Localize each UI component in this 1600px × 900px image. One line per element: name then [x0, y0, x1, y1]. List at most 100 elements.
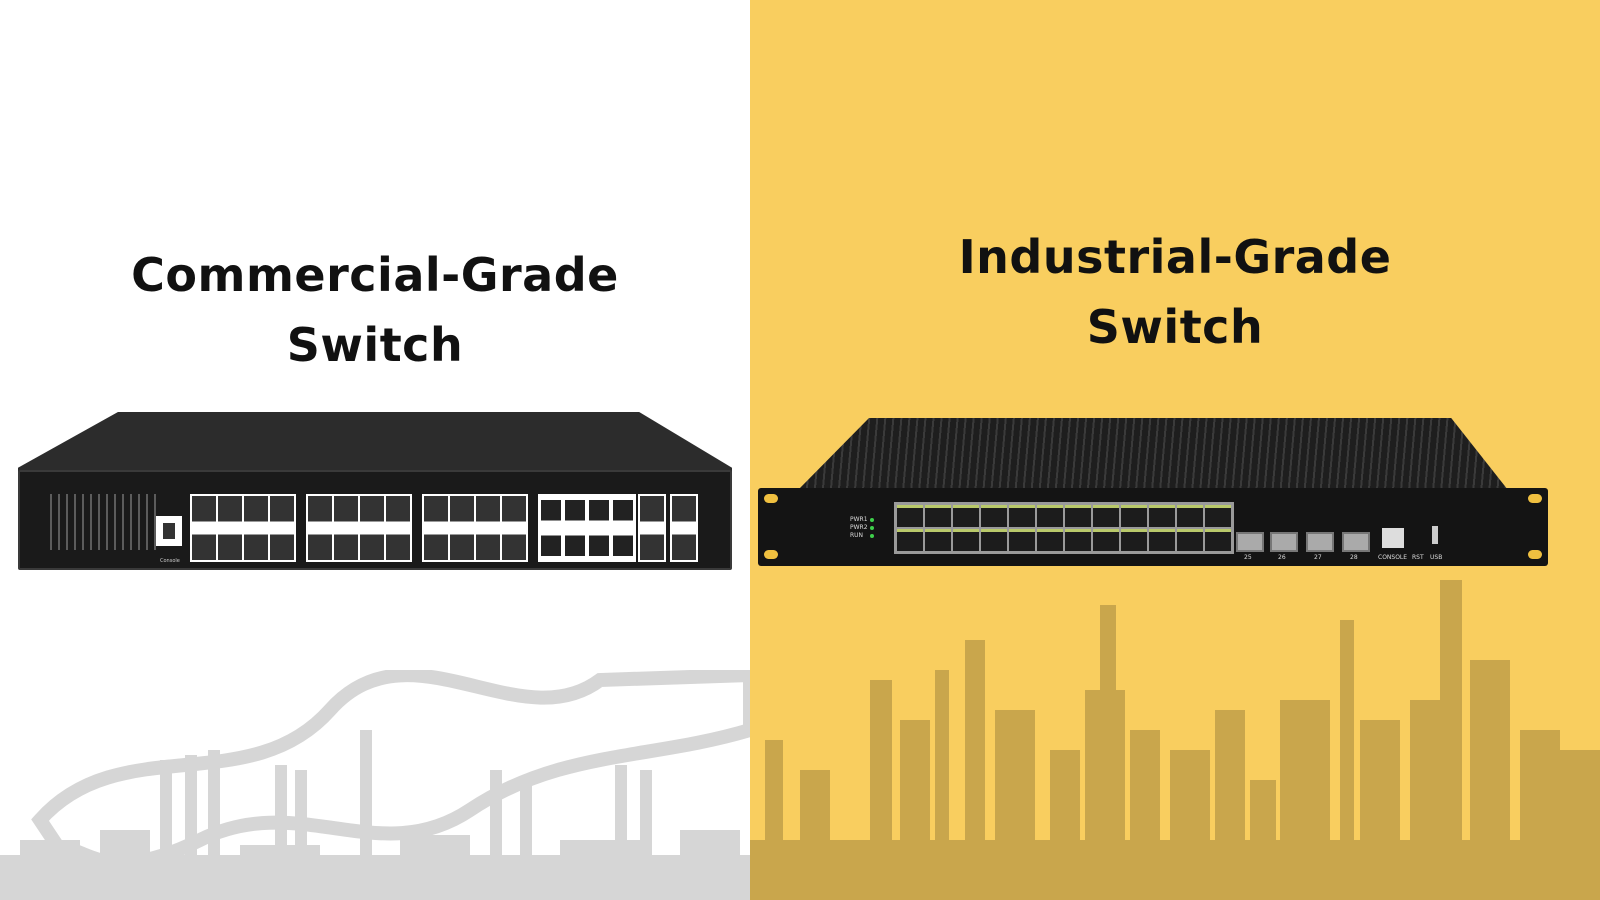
factory-building: [100, 830, 150, 900]
title-line-2: Switch: [1086, 300, 1264, 354]
sfp-port: [1270, 532, 1298, 552]
rj45-port: [1205, 529, 1231, 551]
sfp-port: [1236, 532, 1264, 552]
led-indicator: [870, 526, 874, 530]
port-label: 25: [1244, 554, 1252, 561]
rj45-port: [1009, 529, 1035, 551]
sfp-group: [306, 494, 412, 562]
rj45-port: [1037, 505, 1063, 527]
led-label-pwr2: PWR2: [850, 524, 868, 531]
port-label: 27: [1314, 554, 1322, 561]
rj45-port: [897, 505, 923, 527]
sfp-port: [192, 496, 216, 560]
sfp-port: [672, 496, 696, 560]
rack-ear-hole: [764, 494, 778, 503]
switch-front-panel: Console: [18, 470, 732, 570]
led-label-run: RUN: [850, 532, 864, 539]
rj45-combo-group: [538, 494, 636, 562]
rj45-port: [925, 505, 951, 527]
reset-label: RST: [1412, 554, 1424, 561]
rack-ear-hole: [764, 550, 778, 559]
rj45-port: [1149, 529, 1175, 551]
led-indicator: [870, 534, 874, 538]
factory-skyline-illustration: [0, 670, 750, 900]
rj45-port: [953, 505, 979, 527]
console-label: Console: [160, 558, 180, 564]
switch-front-panel: PWR1 PWR2 RUN 25 26 27 28 CONSOLE RST US…: [758, 488, 1548, 566]
industrial-title: Industrial-Grade Switch: [750, 222, 1600, 362]
refinery-tower: [1100, 605, 1116, 900]
sfp-port: [1342, 532, 1370, 552]
rj45-port: [1009, 505, 1035, 527]
rj45-port: [1065, 505, 1091, 527]
refinery-tower: [1340, 620, 1354, 900]
switch-top-cover: [18, 412, 732, 474]
smoke-plume: [31, 670, 750, 870]
factory-building: [400, 835, 470, 900]
usb-label: USB: [1430, 554, 1443, 561]
factory-building: [680, 830, 740, 900]
sfp-uplink: [670, 494, 698, 562]
sfp-port: [270, 496, 294, 560]
sfp-port: [308, 496, 332, 560]
heatsink-top: [798, 418, 1508, 490]
sfp-port: [640, 496, 664, 560]
sfp-port: [476, 496, 500, 560]
factory-building: [240, 845, 320, 900]
refinery-tower: [965, 640, 985, 900]
console-label: CONSOLE: [1378, 554, 1408, 561]
rj45-port: [589, 496, 609, 560]
rj45-port: [1205, 505, 1231, 527]
sfp-port: [450, 496, 474, 560]
factory-building: [560, 840, 650, 900]
refinery-tower: [1440, 580, 1462, 900]
commercial-title: Commercial-Grade Switch: [0, 240, 750, 380]
console-port: [156, 516, 182, 546]
rj45-port: [1037, 529, 1063, 551]
title-line-1: Industrial-Grade: [958, 230, 1392, 284]
sfp-port: [360, 496, 384, 560]
led-indicator-array: [50, 494, 160, 550]
port-label: 28: [1350, 554, 1358, 561]
factory-building: [20, 840, 80, 900]
rj45-port: [1093, 505, 1119, 527]
rj45-port: [565, 496, 585, 560]
rj45-port-block: [894, 502, 1234, 554]
rj45-port: [1177, 505, 1203, 527]
title-line-1: Commercial-Grade: [131, 248, 619, 302]
rj45-port: [1121, 505, 1147, 527]
commercial-switch-image: Console: [18, 412, 732, 574]
rack-ear-hole: [1528, 494, 1542, 503]
sfp-port: [386, 496, 410, 560]
sfp-uplink: [638, 494, 666, 562]
rj45-port: [1065, 529, 1091, 551]
rj45-port: [925, 529, 951, 551]
sfp-group: [422, 494, 528, 562]
console-port: [1382, 528, 1404, 548]
rj45-port: [541, 496, 561, 560]
sfp-port: [244, 496, 268, 560]
sfp-port: [334, 496, 358, 560]
rj45-port: [981, 505, 1007, 527]
rj45-port: [953, 529, 979, 551]
led-label-pwr1: PWR1: [850, 516, 868, 523]
sfp-port: [424, 496, 448, 560]
refinery-base: [750, 840, 1600, 900]
rack-ear-hole: [1528, 550, 1542, 559]
commercial-panel: Commercial-Grade Switch Console: [0, 0, 750, 900]
refinery-skyline-illustration: [750, 580, 1600, 900]
title-line-2: Switch: [286, 318, 464, 372]
rj45-port: [1177, 529, 1203, 551]
usb-port: [1432, 526, 1438, 544]
industrial-panel: Industrial-Grade Switch PWR1 PWR2 RUN 25…: [750, 0, 1600, 900]
rj45-port: [1093, 529, 1119, 551]
sfp-group: [190, 494, 296, 562]
port-label: 26: [1278, 554, 1286, 561]
rj45-port: [613, 496, 633, 560]
sfp-port: [1306, 532, 1334, 552]
rj45-port: [981, 529, 1007, 551]
led-indicator: [870, 518, 874, 522]
rj45-port: [897, 529, 923, 551]
rj45-port: [1149, 505, 1175, 527]
sfp-port: [502, 496, 526, 560]
